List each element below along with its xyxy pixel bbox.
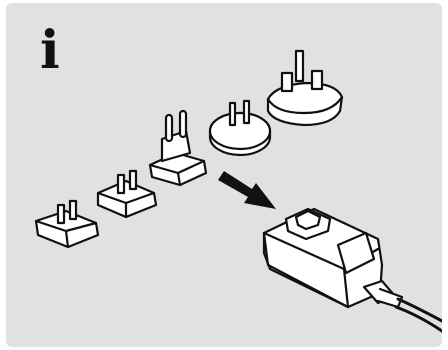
info-icon: i bbox=[40, 20, 60, 81]
arrow-right-icon bbox=[218, 171, 276, 209]
au-plug-adapter bbox=[208, 99, 272, 157]
instruction-panel: i bbox=[6, 3, 442, 347]
us-plug-adapter-alt bbox=[96, 169, 158, 219]
plug-adapter-illustration bbox=[34, 49, 442, 333]
uk-plug-adapter bbox=[266, 49, 344, 127]
power-supply-unit bbox=[262, 207, 442, 333]
eu-plug-adapter bbox=[148, 109, 208, 187]
us-plug-adapter bbox=[34, 199, 100, 249]
